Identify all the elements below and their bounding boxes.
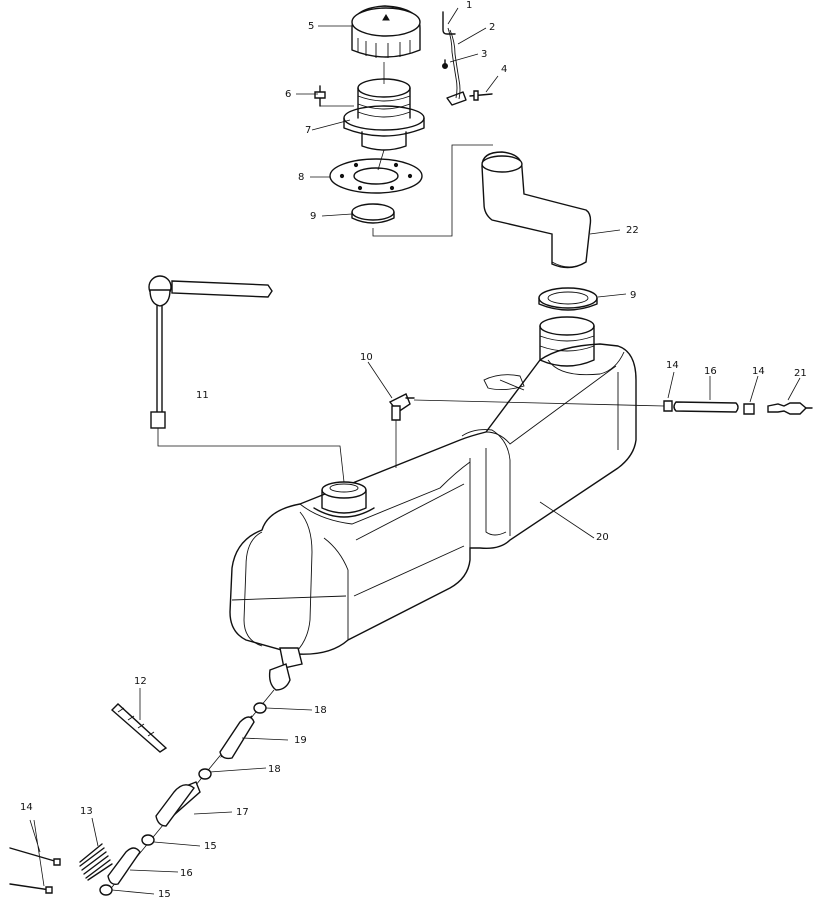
- callout-20: 20: [596, 532, 609, 543]
- callout-15-upper: 15: [204, 841, 217, 852]
- elbow-filler-hose: [481, 151, 592, 269]
- callout-9-lower: 9: [630, 290, 636, 301]
- callout-14-left: 14: [666, 360, 679, 371]
- callout-16-vent: 16: [704, 366, 717, 377]
- callout-18-upper: 18: [314, 705, 327, 716]
- leader-lines: [29, 7, 801, 895]
- callout-2: 2: [489, 22, 495, 33]
- callout-10: 10: [360, 352, 373, 363]
- vent-elbow-fitting: [388, 393, 665, 468]
- callout-8: 8: [298, 172, 304, 183]
- callout-15-lower: 15: [158, 889, 171, 898]
- vent-hose-assembly: [663, 400, 813, 415]
- callout-3: 3: [481, 49, 487, 60]
- callout-12: 12: [134, 676, 147, 687]
- callout-22: 22: [626, 225, 639, 236]
- callout-9-upper: 9: [310, 211, 316, 222]
- spring: [79, 843, 113, 881]
- filler-neck: [320, 78, 425, 151]
- callout-11: 11: [196, 390, 209, 401]
- callouts: 1 2 3 4 5 6 7 8 9 9 10 11 12 13 14 14 14…: [20, 0, 807, 898]
- callout-14-bottom: 14: [20, 802, 33, 813]
- callout-1: 1: [466, 0, 472, 11]
- callout-19: 19: [294, 735, 307, 746]
- hose-clamp-lower: [538, 287, 598, 311]
- tank-sender-boss: [313, 481, 375, 518]
- callout-5: 5: [308, 21, 314, 32]
- callout-16-fuel: 16: [180, 868, 193, 879]
- callout-13: 13: [80, 806, 93, 817]
- callout-4: 4: [501, 64, 507, 75]
- fuel-line-parts: [99, 689, 275, 896]
- fuel-level-sender: [148, 275, 345, 483]
- callout-18-lower: 18: [268, 764, 281, 775]
- callout-7: 7: [305, 125, 311, 136]
- callout-21: 21: [794, 368, 807, 379]
- callout-17: 17: [236, 807, 249, 818]
- tank-outlet-fitting: [268, 647, 303, 691]
- tank-filler-neck: [539, 316, 595, 367]
- hose-clamp-upper: [351, 203, 395, 224]
- neck-to-gasket-line: [377, 149, 385, 171]
- cap-chain: [442, 11, 467, 106]
- fuel-tank: [229, 343, 637, 655]
- gasket: [329, 158, 423, 194]
- filler-cap: [351, 5, 421, 58]
- screw: [314, 85, 326, 107]
- assembly-link-line: [372, 144, 493, 237]
- rivet: [469, 90, 493, 101]
- callout-6: 6: [285, 89, 291, 100]
- hose-clamps-small: [9, 847, 61, 894]
- cable-tie: [110, 703, 168, 753]
- callout-14-right: 14: [752, 366, 765, 377]
